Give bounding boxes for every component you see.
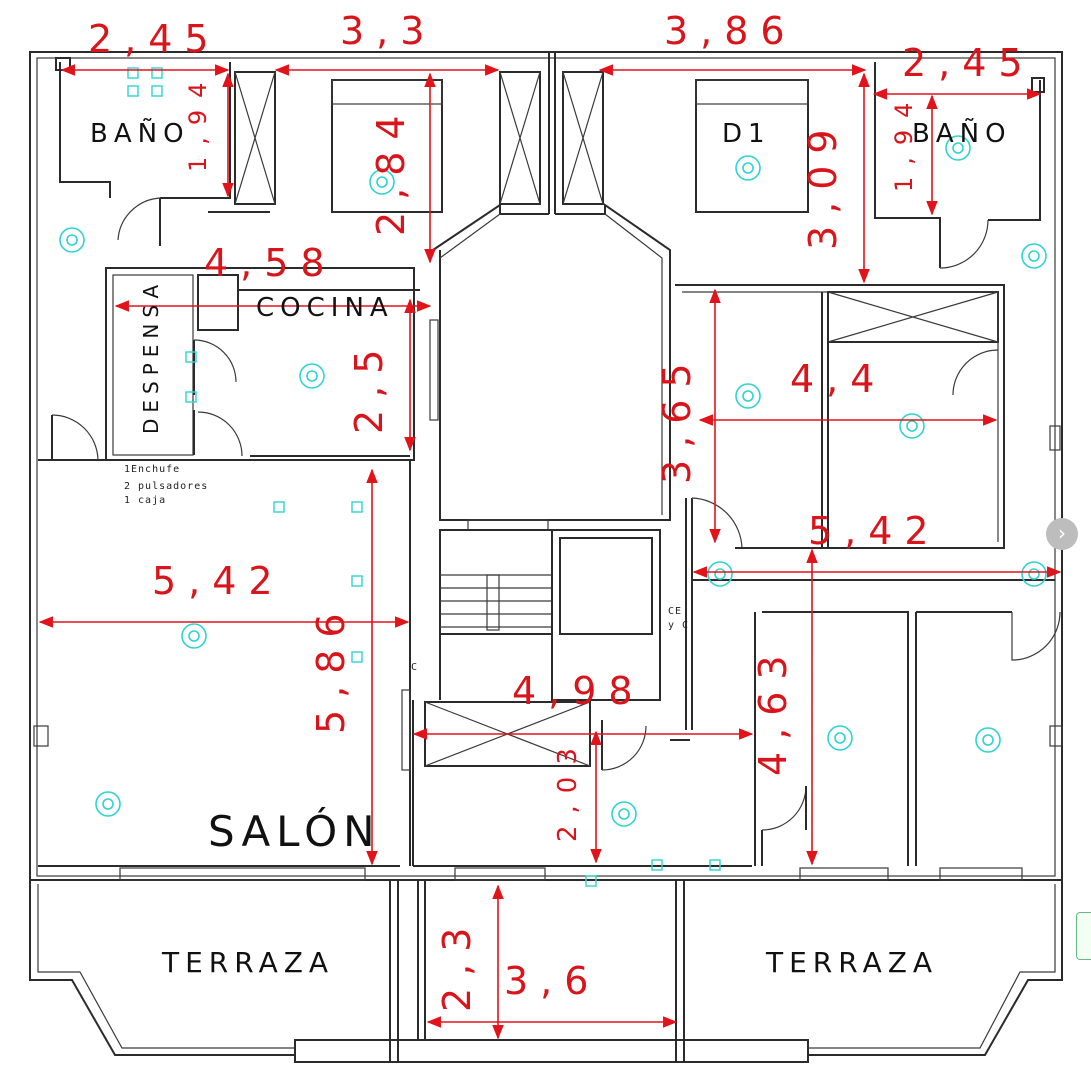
note-yc: y C (668, 620, 689, 631)
annotations: 1Enchufe 2 pulsadores 1 caja CE y C C (124, 464, 689, 673)
dimension-labels: 2,45 3,3 3,86 2,45 1,94 2,84 3,09 1,94 4… (88, 9, 1035, 1012)
exterior-walls (29, 51, 1063, 881)
note-c: C (411, 662, 418, 673)
label-bano-left: BAÑO (90, 117, 190, 149)
dim-salon-586: 5,86 (309, 601, 353, 734)
note-ce: CE (668, 606, 682, 617)
dim-room-463: 4,63 (751, 643, 795, 776)
next-arrow-button[interactable]: › (1046, 518, 1078, 550)
dim-hall-203: 2,03 (553, 736, 583, 842)
dim-terraza-36: 3,6 (504, 959, 600, 1003)
dim-cocina-25: 2,5 (347, 338, 391, 434)
label-d1: D1 (722, 119, 771, 149)
dim-top-33: 3,3 (340, 9, 436, 53)
dim-salon-542: 5,42 (152, 559, 285, 603)
dim-room-44: 4,4 (790, 357, 886, 401)
dimension-lines (38, 64, 1062, 1040)
dim-bed-284: 2,84 (369, 103, 413, 236)
terraces (29, 867, 1063, 1063)
dim-cocina-458: 4,58 (204, 241, 337, 285)
side-widget-tab[interactable] (1076, 912, 1091, 960)
dim-top-245-left: 2,45 (88, 17, 221, 61)
dim-room-542: 5,42 (808, 509, 941, 553)
right-rooms (33, 62, 1063, 867)
note-caja: 1 caja (124, 495, 166, 506)
label-bano-right: BAÑO (912, 117, 1012, 149)
label-cocina: COCINA (256, 293, 394, 323)
beds (208, 79, 809, 213)
dim-bano-right-194: 1,94 (890, 91, 918, 192)
dim-bano-left-194: 1,94 (184, 71, 212, 172)
note-enchufe: 1Enchufe (124, 464, 180, 475)
dim-room-365: 3,65 (655, 351, 699, 484)
note-pulsadores: 2 pulsadores (124, 481, 208, 492)
dim-d1-309: 3,09 (801, 117, 845, 250)
label-terraza-right: TERRAZA (765, 946, 938, 979)
room-labels: BAÑO BAÑO D1 COCINA DESPENSA SALÓN TERRA… (90, 117, 1012, 979)
label-salon: SALÓN (208, 806, 381, 856)
label-terraza-left: TERRAZA (161, 946, 334, 979)
dim-hall-498: 4,98 (512, 669, 645, 713)
dim-terraza-23: 2,3 (435, 916, 479, 1012)
dim-top-386: 3,86 (664, 9, 797, 53)
central-core (401, 203, 743, 866)
dim-top-245-right: 2,45 (902, 41, 1035, 85)
closets (234, 71, 999, 767)
label-despensa: DESPENSA (139, 279, 163, 434)
